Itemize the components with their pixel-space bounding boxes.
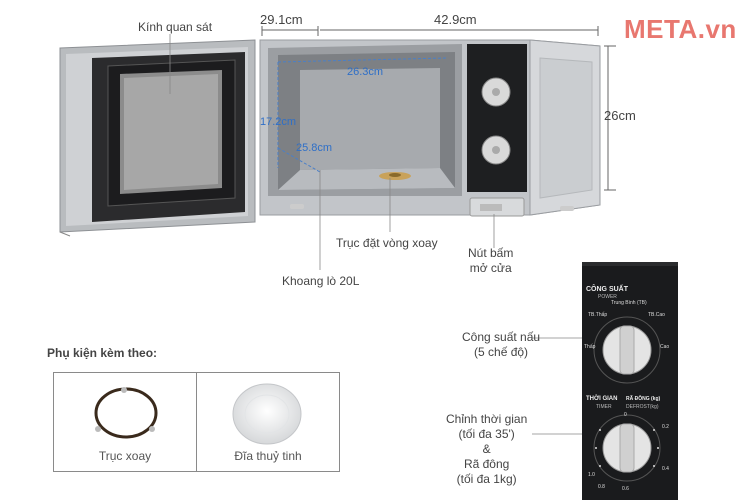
dimension-lines xyxy=(261,26,616,191)
timer-mark-02: 0.2 xyxy=(662,424,669,430)
defrost-subtitle: DEFROST(kg) xyxy=(626,404,659,410)
accessories-title: Phụ kiện kèm theo: xyxy=(47,346,158,360)
timer-mark-06: 0.6 xyxy=(622,486,629,492)
door-button-label-line2: mở cửa xyxy=(469,261,512,275)
defrost-title: RÃ ĐÔNG (kg) xyxy=(626,396,661,402)
door-button-label: Nút bấm mở cửa xyxy=(468,246,513,276)
cavity-depth-dimension: 25.8cm xyxy=(296,142,333,154)
accessory-label: Đĩa thuỷ tinh xyxy=(234,449,302,463)
timer-callout-line3: & xyxy=(482,442,491,456)
timer-mark-10: 1.0 xyxy=(588,472,595,478)
timer-callout-line2: (tối đa 35') xyxy=(458,427,515,441)
cavity-width-dimension: 26.3cm xyxy=(347,66,384,78)
power-level-mod: Trung Bình (TB) xyxy=(611,300,647,306)
depth-dimension: 29.1cm xyxy=(260,12,303,27)
brand-logo: META.vn xyxy=(624,14,737,44)
power-callout-line2: (5 chế độ) xyxy=(474,345,529,359)
timer-mark-04: 0.4 xyxy=(662,466,669,472)
control-panel-closeup xyxy=(582,262,678,500)
glass-plate-icon xyxy=(232,383,302,445)
turntable-axis-label: Trục đặt vòng xoay xyxy=(336,236,438,250)
timer-title: THỜI GIAN xyxy=(586,396,618,402)
timer-mark-0: 0 xyxy=(624,412,627,418)
window-label: Kính quan sát xyxy=(138,20,213,34)
cavity-dimension-lines xyxy=(277,57,447,173)
timer-callout: Chỉnh thời gian (tối đa 35') & Rã đông (… xyxy=(446,412,527,487)
power-subtitle: POWER xyxy=(598,294,617,300)
door-button-label-line1: Nút bấm xyxy=(468,246,514,260)
power-level-high: Cao xyxy=(660,344,670,350)
power-callout-line1: Công suất nấu xyxy=(462,330,541,344)
cavity-label: Khoang lò 20L xyxy=(282,274,360,288)
timer-callout-line4: Rã đông xyxy=(463,457,510,471)
power-title: CÔNG SUẤT xyxy=(586,286,628,293)
microwave-body xyxy=(259,39,601,217)
accessory-label: Trục xoay xyxy=(98,449,152,463)
timer-callout-line5: (tối đa 1kg) xyxy=(456,472,517,486)
power-level-mhigh: TB.Cao xyxy=(648,312,665,318)
cavity-height-dimension: 17.2cm xyxy=(260,116,297,128)
accessory-card-roller-ring: Trục xoay xyxy=(53,372,197,472)
power-level-low: Thấp xyxy=(584,344,596,350)
roller-ring-icon xyxy=(94,387,158,439)
power-level-mlow: TB.Thấp xyxy=(588,312,608,318)
timer-callout-line1: Chỉnh thời gian xyxy=(446,412,528,426)
height-dimension: 26cm xyxy=(604,108,636,123)
timer-mark-08: 0.8 xyxy=(598,484,605,490)
timer-subtitle: TIMER xyxy=(596,404,612,410)
width-dimension: 42.9cm xyxy=(434,12,477,27)
power-callout: Công suất nấu (5 chế độ) xyxy=(462,330,540,360)
open-door xyxy=(59,39,256,237)
accessory-card-glass-plate: Đĩa thuỷ tinh xyxy=(196,372,340,472)
